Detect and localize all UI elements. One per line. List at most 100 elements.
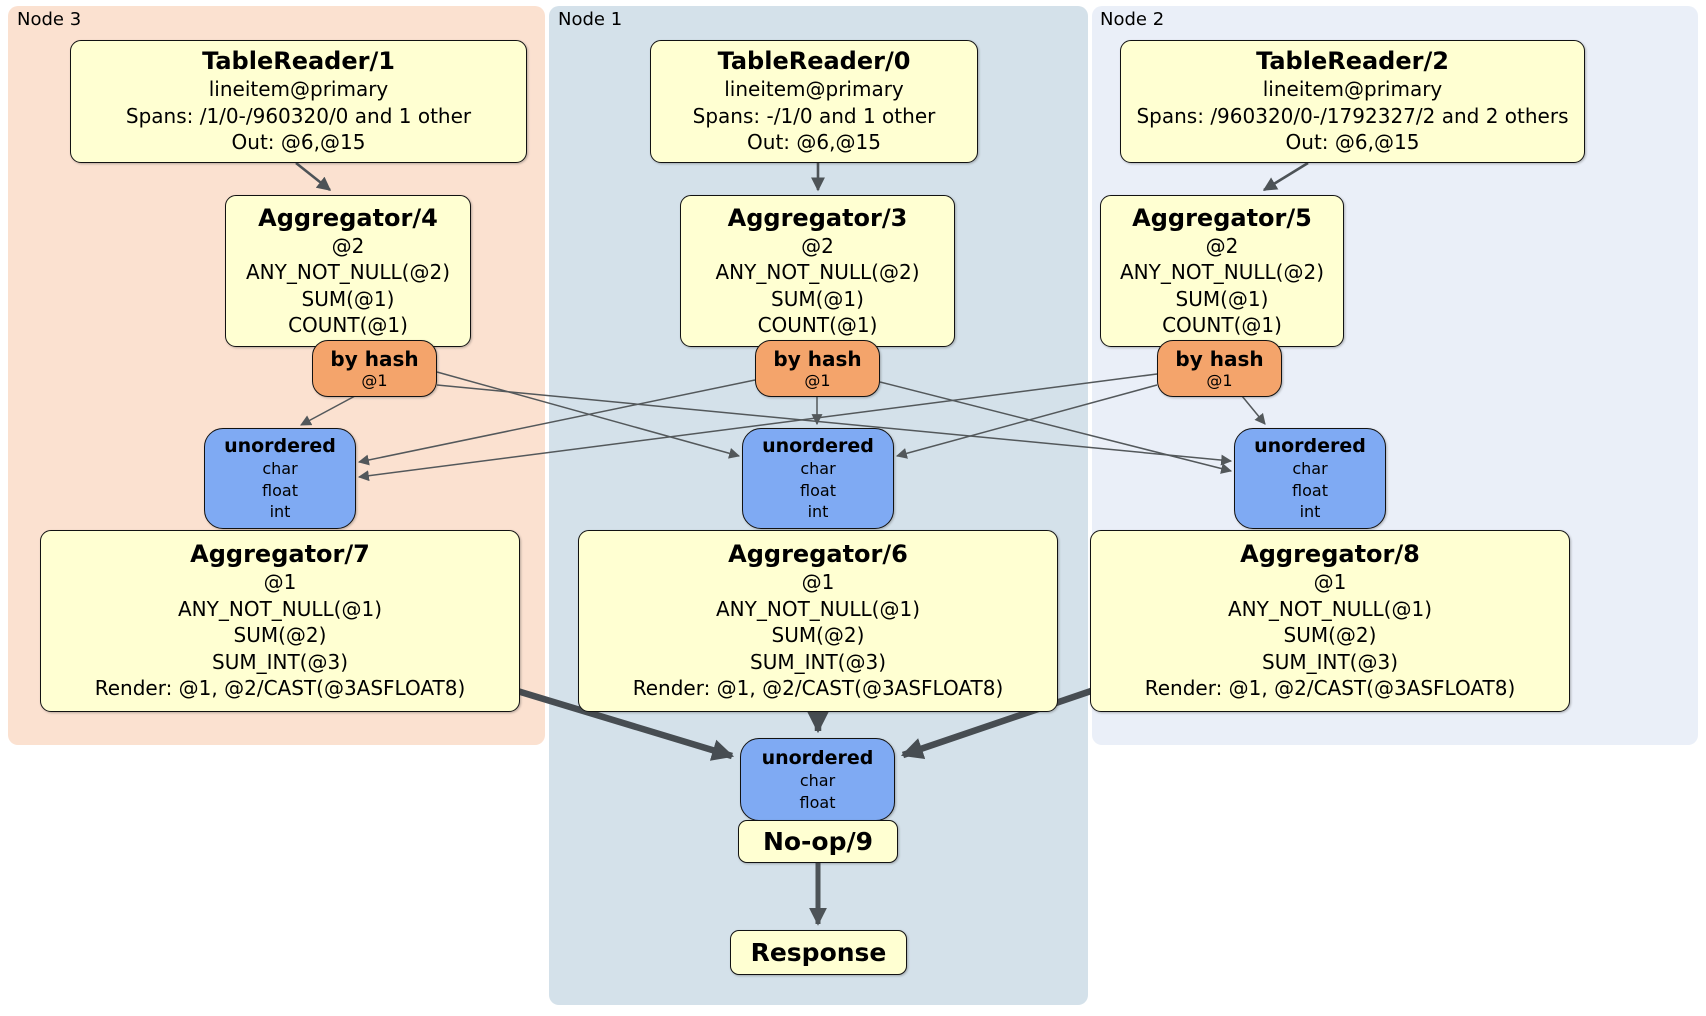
aggregator5-title: Aggregator/5 [1132,203,1312,232]
aggregator5-fn3: COUNT(@1) [1162,313,1282,337]
response-box: Response [730,930,907,975]
hash-router4-box: by hash @1 [312,340,437,397]
hash-router4-title: by hash [330,347,419,371]
aggregator8-box: Aggregator/8 @1 ANY_NOT_NULL(@1) SUM(@2)… [1090,530,1570,712]
tablereader2-box: TableReader/2 lineitem@primary Spans: /9… [1120,40,1585,163]
tablereader2-spans: Spans: /960320/0-/1792327/2 and 2 others [1136,103,1569,128]
aggregator6-title: Aggregator/6 [728,540,908,569]
aggregator6-box: Aggregator/6 @1 ANY_NOT_NULL(@1) SUM(@2)… [578,530,1058,712]
aggregator7-fn1: ANY_NOT_NULL(@1) [178,596,382,621]
hash-router4-key: @1 [361,371,388,390]
aggregator4-box: Aggregator/4 @2 ANY_NOT_NULL(@2) SUM(@1)… [225,195,471,347]
unordered-sync9-title: unordered [761,747,874,769]
edge-hash3-unord8 [879,381,1233,474]
hash-router5-box: by hash @1 [1157,340,1282,397]
edge-tr2-agg5 [1262,161,1309,192]
node2-label: Node 2 [1100,9,1165,30]
unordered-sync9-box: unordered char float [740,738,895,821]
tablereader2-index: lineitem@primary [1262,77,1443,102]
aggregator3-box: Aggregator/3 @2 ANY_NOT_NULL(@2) SUM(@1)… [680,195,955,347]
tablereader2-title: TableReader/2 [1256,47,1449,76]
aggregator8-fn2: SUM(@2) [1283,623,1377,648]
aggregator4-group: @2 [331,233,365,258]
aggregator5-box: Aggregator/5 @2 ANY_NOT_NULL(@2) SUM(@1)… [1100,195,1344,347]
unordered-sync8-box: unordered char float int [1234,428,1386,529]
aggregator7-fn2: SUM(@2) [233,623,327,648]
aggregator8-group: @1 [1313,570,1347,595]
aggregator7-title: Aggregator/7 [190,540,370,569]
aggregator3-fn2: SUM(@1) [771,286,864,311]
tablereader1-box: TableReader/1 lineitem@primary Spans: /1… [70,40,527,163]
tablereader1-out: Out: @6,@15 [231,130,366,155]
tablereader1-index: lineitem@primary [208,77,389,102]
node3-label: Node 3 [17,9,82,30]
aggregator7-box: Aggregator/7 @1 ANY_NOT_NULL(@1) SUM(@2)… [40,530,520,712]
aggregator8-title: Aggregator/8 [1240,540,1420,569]
response-title: Response [750,937,887,967]
unordered-sync6-col2: float [800,480,836,500]
unordered-sync7-title: unordered [224,435,336,458]
edge-hash5-unord8 [1241,395,1266,425]
unordered-sync8-col1: char [1292,459,1328,479]
unordered-sync8-title: unordered [1254,435,1366,458]
aggregator4-fn3: COUNT(@1) [288,313,408,337]
aggregator6-fn1: ANY_NOT_NULL(@1) [716,596,920,621]
aggregator4-fn1: ANY_NOT_NULL(@2) [246,260,450,284]
tablereader0-index: lineitem@primary [724,77,904,102]
aggregator6-fn2: SUM(@2) [771,623,865,648]
hash-router3-title: by hash [773,347,862,371]
aggregator8-fn3: SUM_INT(@3) [1262,649,1398,674]
aggregator5-fn1: ANY_NOT_NULL(@2) [1120,260,1324,284]
aggregator7-group: @1 [263,570,297,595]
unordered-sync6-box: unordered char float int [742,428,894,529]
edge-hash5-unord7 [357,373,1158,482]
edge-agg7-unord9 [513,686,735,761]
aggregator5-fn2: SUM(@1) [1175,286,1269,311]
edge-tr1-agg4 [295,161,332,192]
noop9-box: No-op/9 [738,820,898,863]
unordered-sync9-col2: float [799,792,836,812]
edge-agg8-unord9 [900,686,1096,760]
edge-hash3-unord7 [357,379,756,466]
unordered-sync7-col1: char [262,459,298,479]
unordered-sync6-title: unordered [762,435,874,458]
edge-hash4-unord7 [300,395,356,426]
hash-router5-title: by hash [1175,347,1264,371]
edge-hash4-unord8 [436,384,1233,466]
unordered-sync8-col3: int [1299,502,1321,522]
tablereader2-out: Out: @6,@15 [1285,130,1420,155]
tablereader0-box: TableReader/0 lineitem@primary Spans: -/… [650,40,978,163]
unordered-sync9-col1: char [799,771,836,790]
node1-label: Node 1 [558,9,623,30]
aggregator3-fn1: ANY_NOT_NULL(@2) [715,260,920,284]
unordered-sync7-box: unordered char float int [204,428,356,529]
unordered-sync6-col3: int [807,502,829,522]
aggregator3-group: @2 [801,233,834,258]
tablereader0-spans: Spans: -/1/0 and 1 other [692,103,936,128]
hash-router5-key: @1 [1206,371,1233,390]
aggregator4-fn2: SUM(@1) [301,286,395,311]
aggregator8-render: Render: @1, @2/CAST(@3ASFLOAT8) [1144,676,1516,701]
aggregator3-title: Aggregator/3 [727,203,908,232]
hash-router3-key: @1 [804,371,831,390]
edge-hash5-unord6 [895,384,1158,459]
aggregator3-fn3: COUNT(@1) [757,313,878,337]
aggregator7-render: Render: @1, @2/CAST(@3ASFLOAT8) [94,676,466,701]
aggregator7-fn3: SUM_INT(@3) [212,649,348,674]
tablereader0-title: TableReader/0 [717,47,911,76]
aggregator5-group: @2 [1205,233,1239,258]
aggregator4-title: Aggregator/4 [258,203,438,232]
tablereader1-spans: Spans: /1/0-/960320/0 and 1 other [125,103,472,128]
unordered-sync8-col2: float [1292,480,1328,500]
unordered-sync7-col3: int [269,502,291,522]
aggregator6-render: Render: @1, @2/CAST(@3ASFLOAT8) [632,676,1004,701]
aggregator6-fn3: SUM_INT(@3) [750,649,886,674]
aggregator6-group: @1 [801,570,835,595]
aggregator8-fn1: ANY_NOT_NULL(@1) [1228,596,1432,621]
tablereader1-title: TableReader/1 [202,47,395,76]
hash-router3-box: by hash @1 [755,340,880,397]
noop9-title: No-op/9 [762,826,874,856]
unordered-sync7-col2: float [262,480,298,500]
